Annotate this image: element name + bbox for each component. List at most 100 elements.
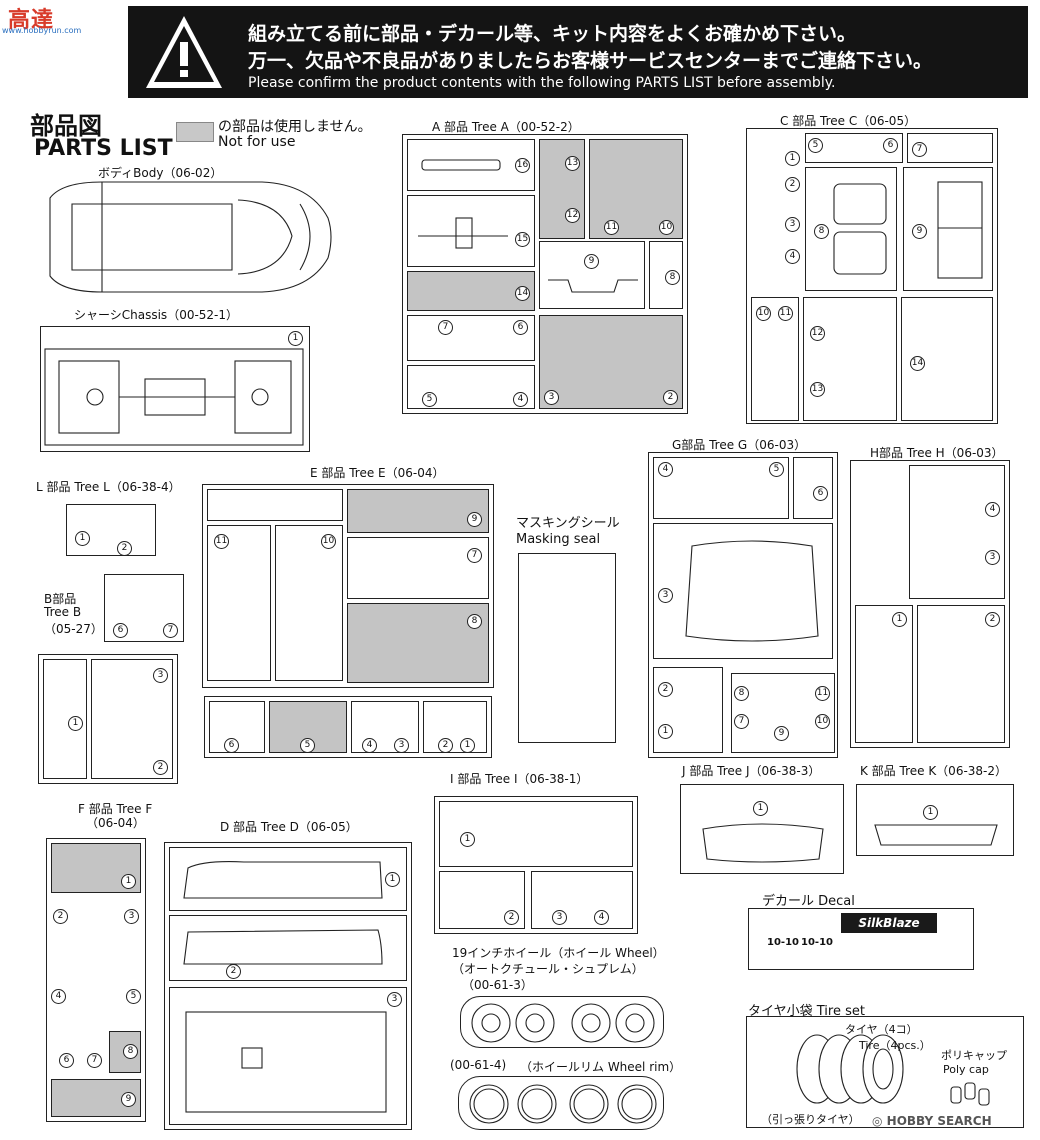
decal-plate-2: 10-10 (801, 937, 833, 948)
part-cell: 10 (275, 525, 343, 681)
masking-seal-label-en: Masking seal (516, 532, 601, 547)
tire-label-jp: タイヤ（4コ） (845, 1023, 918, 1036)
part-number: 9 (774, 726, 789, 741)
tree-h-label: H部品 Tree H（06-03） (870, 446, 1004, 460)
part-cell-not-used: 3 2 (539, 315, 683, 409)
part-number: 13 (810, 382, 825, 397)
part-number: 9 (584, 254, 599, 269)
part-cell: 7 (907, 133, 993, 163)
part-cell: 3 4 (531, 871, 633, 929)
tree-e-frame: 9 11 10 7 8 (202, 484, 494, 688)
masking-seal-label-jp: マスキングシール (516, 516, 620, 531)
chassis-drawing (44, 348, 304, 446)
tree-j-frame: 1 (680, 784, 844, 874)
part-number: 2 (663, 390, 678, 405)
part-cell: 8 (805, 167, 897, 291)
part-number: 2 (53, 909, 68, 924)
part-drawing (685, 540, 819, 642)
not-used-note-en: Not for use (218, 134, 296, 150)
part-number: 7 (467, 548, 482, 563)
part-number: 11 (604, 220, 619, 235)
part-number: 12 (565, 208, 580, 223)
part-number: 10 (815, 714, 830, 729)
part-number: 3 (387, 992, 402, 1007)
part-cell: 15 (407, 195, 535, 267)
part-number: 1 (75, 531, 90, 546)
tree-g-label: G部品 Tree G（06-03） (672, 438, 807, 452)
body-drawing (49, 181, 332, 293)
part-cell: 10 11 (751, 297, 799, 421)
part-cell: 5 6 (805, 133, 903, 163)
not-used-swatch (176, 122, 214, 142)
part-number: 11 (214, 534, 229, 549)
banner-line-2: 万一、欠品や不良品がありましたらお客様サービスセンターまでご連絡下さい。 (248, 50, 933, 72)
tree-k-label: K 部品 Tree K（06-38-2） (860, 764, 1008, 778)
part-cell-not-used: 13 12 (539, 139, 585, 239)
part-number: 8 (734, 686, 749, 701)
part-cell: 8 7 11 10 9 (731, 673, 835, 753)
part-number: 16 (515, 158, 530, 173)
part-drawing (874, 824, 998, 846)
part-cell: 1 (855, 605, 913, 743)
part-number: 4 (985, 502, 1000, 517)
poly-cap-label-jp: ポリキャップ (941, 1049, 1007, 1062)
part-cell: 5 4 (407, 365, 535, 409)
part-number: 7 (438, 320, 453, 335)
tree-a-frame: 16 13 12 11 10 15 9 8 14 7 6 5 4 3 2 (402, 134, 688, 414)
rim-code-label: (00-61-4) (450, 1058, 507, 1072)
part-drawing (183, 929, 383, 965)
part-number: 8 (665, 270, 680, 285)
part-cell-not-used: 11 10 (589, 139, 683, 239)
parts-list-title-en: PARTS LIST (34, 136, 173, 161)
part-number: 1 (460, 738, 475, 753)
poly-cap-label-en: Poly cap (943, 1063, 989, 1076)
part-number: 10 (321, 534, 336, 549)
hobby-search-text: HOBBY SEARCH (886, 1114, 992, 1128)
hobby-search-logo-icon: ◎ (872, 1114, 887, 1128)
part-cell: 12 13 (803, 297, 897, 421)
rim-drawings (469, 1084, 657, 1124)
part-number: 3 (153, 668, 168, 683)
part-drawing (183, 861, 383, 899)
part-cell: 8 (649, 241, 683, 309)
part-number: 3 (785, 217, 800, 232)
tree-e-label: E 部品 Tree E（06-04） (310, 466, 445, 480)
watermark-logo: 高達 www.hobbyrun.com (2, 2, 81, 36)
part-number: 5 (769, 462, 784, 477)
banner-line-3: Please confirm the product contents with… (248, 75, 836, 91)
part-number: 12 (810, 326, 825, 341)
part-drawing (937, 181, 983, 279)
decal-plate-1: 10-10 (767, 937, 799, 948)
part-drawing (833, 183, 887, 275)
part-drawing (418, 217, 508, 249)
tree-e-lower-frame: 6 5 4 3 2 1 (204, 696, 492, 758)
part-cell: 9 (539, 241, 645, 309)
part-number: 4 (594, 910, 609, 925)
part-number: 3 (552, 910, 567, 925)
part-number: 6 (883, 138, 898, 153)
part-cell-not-used: 14 (407, 271, 535, 311)
decal-brand-logo: SilkBlaze (841, 913, 937, 933)
part-number: 1 (658, 724, 673, 739)
tree-d-label: D 部品 Tree D（06-05） (220, 820, 358, 834)
part-number: 8 (123, 1044, 138, 1059)
warning-banner: 組み立てる前に部品・デカール等、キット内容をよくお確かめ下さい。 万一、欠品や不… (128, 6, 1028, 98)
part-cell: 2 (439, 871, 525, 929)
banner-line-1: 組み立てる前に部品・デカール等、キット内容をよくお確かめ下さい。 (248, 23, 857, 45)
part-number: 8 (467, 614, 482, 629)
part-number: 7 (734, 714, 749, 729)
part-number: 4 (362, 738, 377, 753)
tree-l-frame: 1 2 (66, 504, 156, 556)
part-number: 1 (68, 716, 83, 731)
part-number: 1 (892, 612, 907, 627)
part-cell: 3 (653, 523, 833, 659)
wheel-label-3: （00-61-3） (462, 978, 533, 992)
part-cell: 16 (407, 139, 535, 191)
part-cell: 2 1 (653, 667, 723, 753)
part-number: 6 (813, 486, 828, 501)
tree-i-frame: 1 2 3 4 (434, 796, 638, 934)
part-number: 2 (985, 612, 1000, 627)
part-number: 6 (513, 320, 528, 335)
part-number: 1 (460, 832, 475, 847)
tire-set-bag: タイヤ（4コ） Tire（4pcs.） ポリキャップ Poly cap （引っ張… (746, 1016, 1024, 1128)
